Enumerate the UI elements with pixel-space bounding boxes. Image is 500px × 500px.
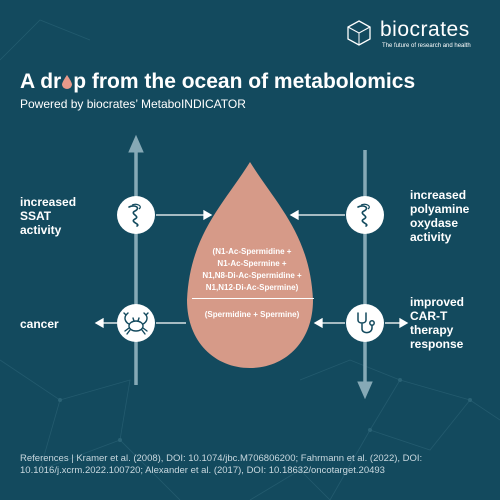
right-vertical-arrow bbox=[357, 150, 373, 400]
label-line: improved bbox=[410, 295, 465, 309]
protein-coil-icon bbox=[357, 203, 370, 227]
oxidase-to-drop-arrow bbox=[289, 209, 345, 221]
to-cancer-arrow bbox=[94, 317, 117, 329]
cart-to-drop-arrow bbox=[313, 317, 345, 329]
numerator-line: N1,N8-Di-Ac-Spermidine + bbox=[202, 271, 302, 280]
page-subtitle: Powered by biocrates’ MetaboINDICATOR bbox=[20, 97, 246, 111]
label-improved-cart-therapy-response: improved CAR-T therapy response bbox=[410, 295, 464, 351]
label-line: response bbox=[410, 337, 464, 351]
cancer-icon-circle bbox=[117, 304, 155, 342]
cart-icon-circle bbox=[346, 304, 384, 342]
label-line: CAR-T bbox=[410, 309, 448, 323]
brand-logo[interactable]: biocrates The future of research and hea… bbox=[346, 18, 486, 54]
label-line: activity bbox=[20, 223, 62, 237]
oxidase-icon-circle bbox=[346, 196, 384, 234]
ssat-icon-circle bbox=[117, 196, 155, 234]
label-line: increased bbox=[20, 195, 77, 209]
ratio-denominator: (Spermidine + Spermine) bbox=[204, 310, 300, 319]
label-line: SSAT bbox=[20, 209, 52, 223]
label-line: activity bbox=[410, 230, 452, 244]
label-line: therapy bbox=[410, 323, 454, 337]
biocrates-logo-icon bbox=[347, 20, 371, 46]
drop-letter-icon bbox=[62, 75, 73, 89]
metabolite-drop bbox=[187, 162, 313, 368]
title-part-2: p from the ocean of metabolomics bbox=[73, 70, 416, 93]
crab-icon bbox=[123, 312, 149, 335]
label-line: increased bbox=[410, 188, 467, 202]
label-increased-polyamine-oxydase-activity: increased polyamine oxydase activity bbox=[410, 188, 469, 244]
label-cancer: cancer bbox=[20, 317, 59, 331]
ratio-numerator: (N1-Ac-Spermidine + N1-Ac-Spermine + N1,… bbox=[186, 246, 318, 294]
ssat-to-drop-arrow bbox=[156, 209, 213, 221]
label-line: polyamine bbox=[410, 202, 470, 216]
label-increased-ssat-activity: increased SSAT activity bbox=[20, 195, 76, 237]
numerator-line: (N1-Ac-Spermidine + bbox=[212, 247, 292, 256]
numerator-line: N1,N12-Di-Ac-Spermine) bbox=[205, 283, 299, 292]
stethoscope-icon bbox=[357, 312, 375, 334]
fraction-divider bbox=[192, 298, 314, 299]
brand-name: biocrates bbox=[380, 18, 470, 41]
references: References | Kramer et al. (2008), DOI: … bbox=[20, 453, 423, 476]
label-line: oxydase bbox=[410, 216, 459, 230]
brand-tagline: The future of research and health bbox=[382, 43, 471, 49]
protein-coil-icon bbox=[128, 203, 141, 227]
title-part-1: A dr bbox=[20, 70, 62, 93]
page-title: A dr p from the ocean of metabolomics bbox=[20, 70, 415, 94]
numerator-line: N1-Ac-Spermine + bbox=[217, 259, 287, 268]
left-vertical-arrow bbox=[128, 134, 144, 385]
to-cart-arrow bbox=[385, 317, 409, 329]
